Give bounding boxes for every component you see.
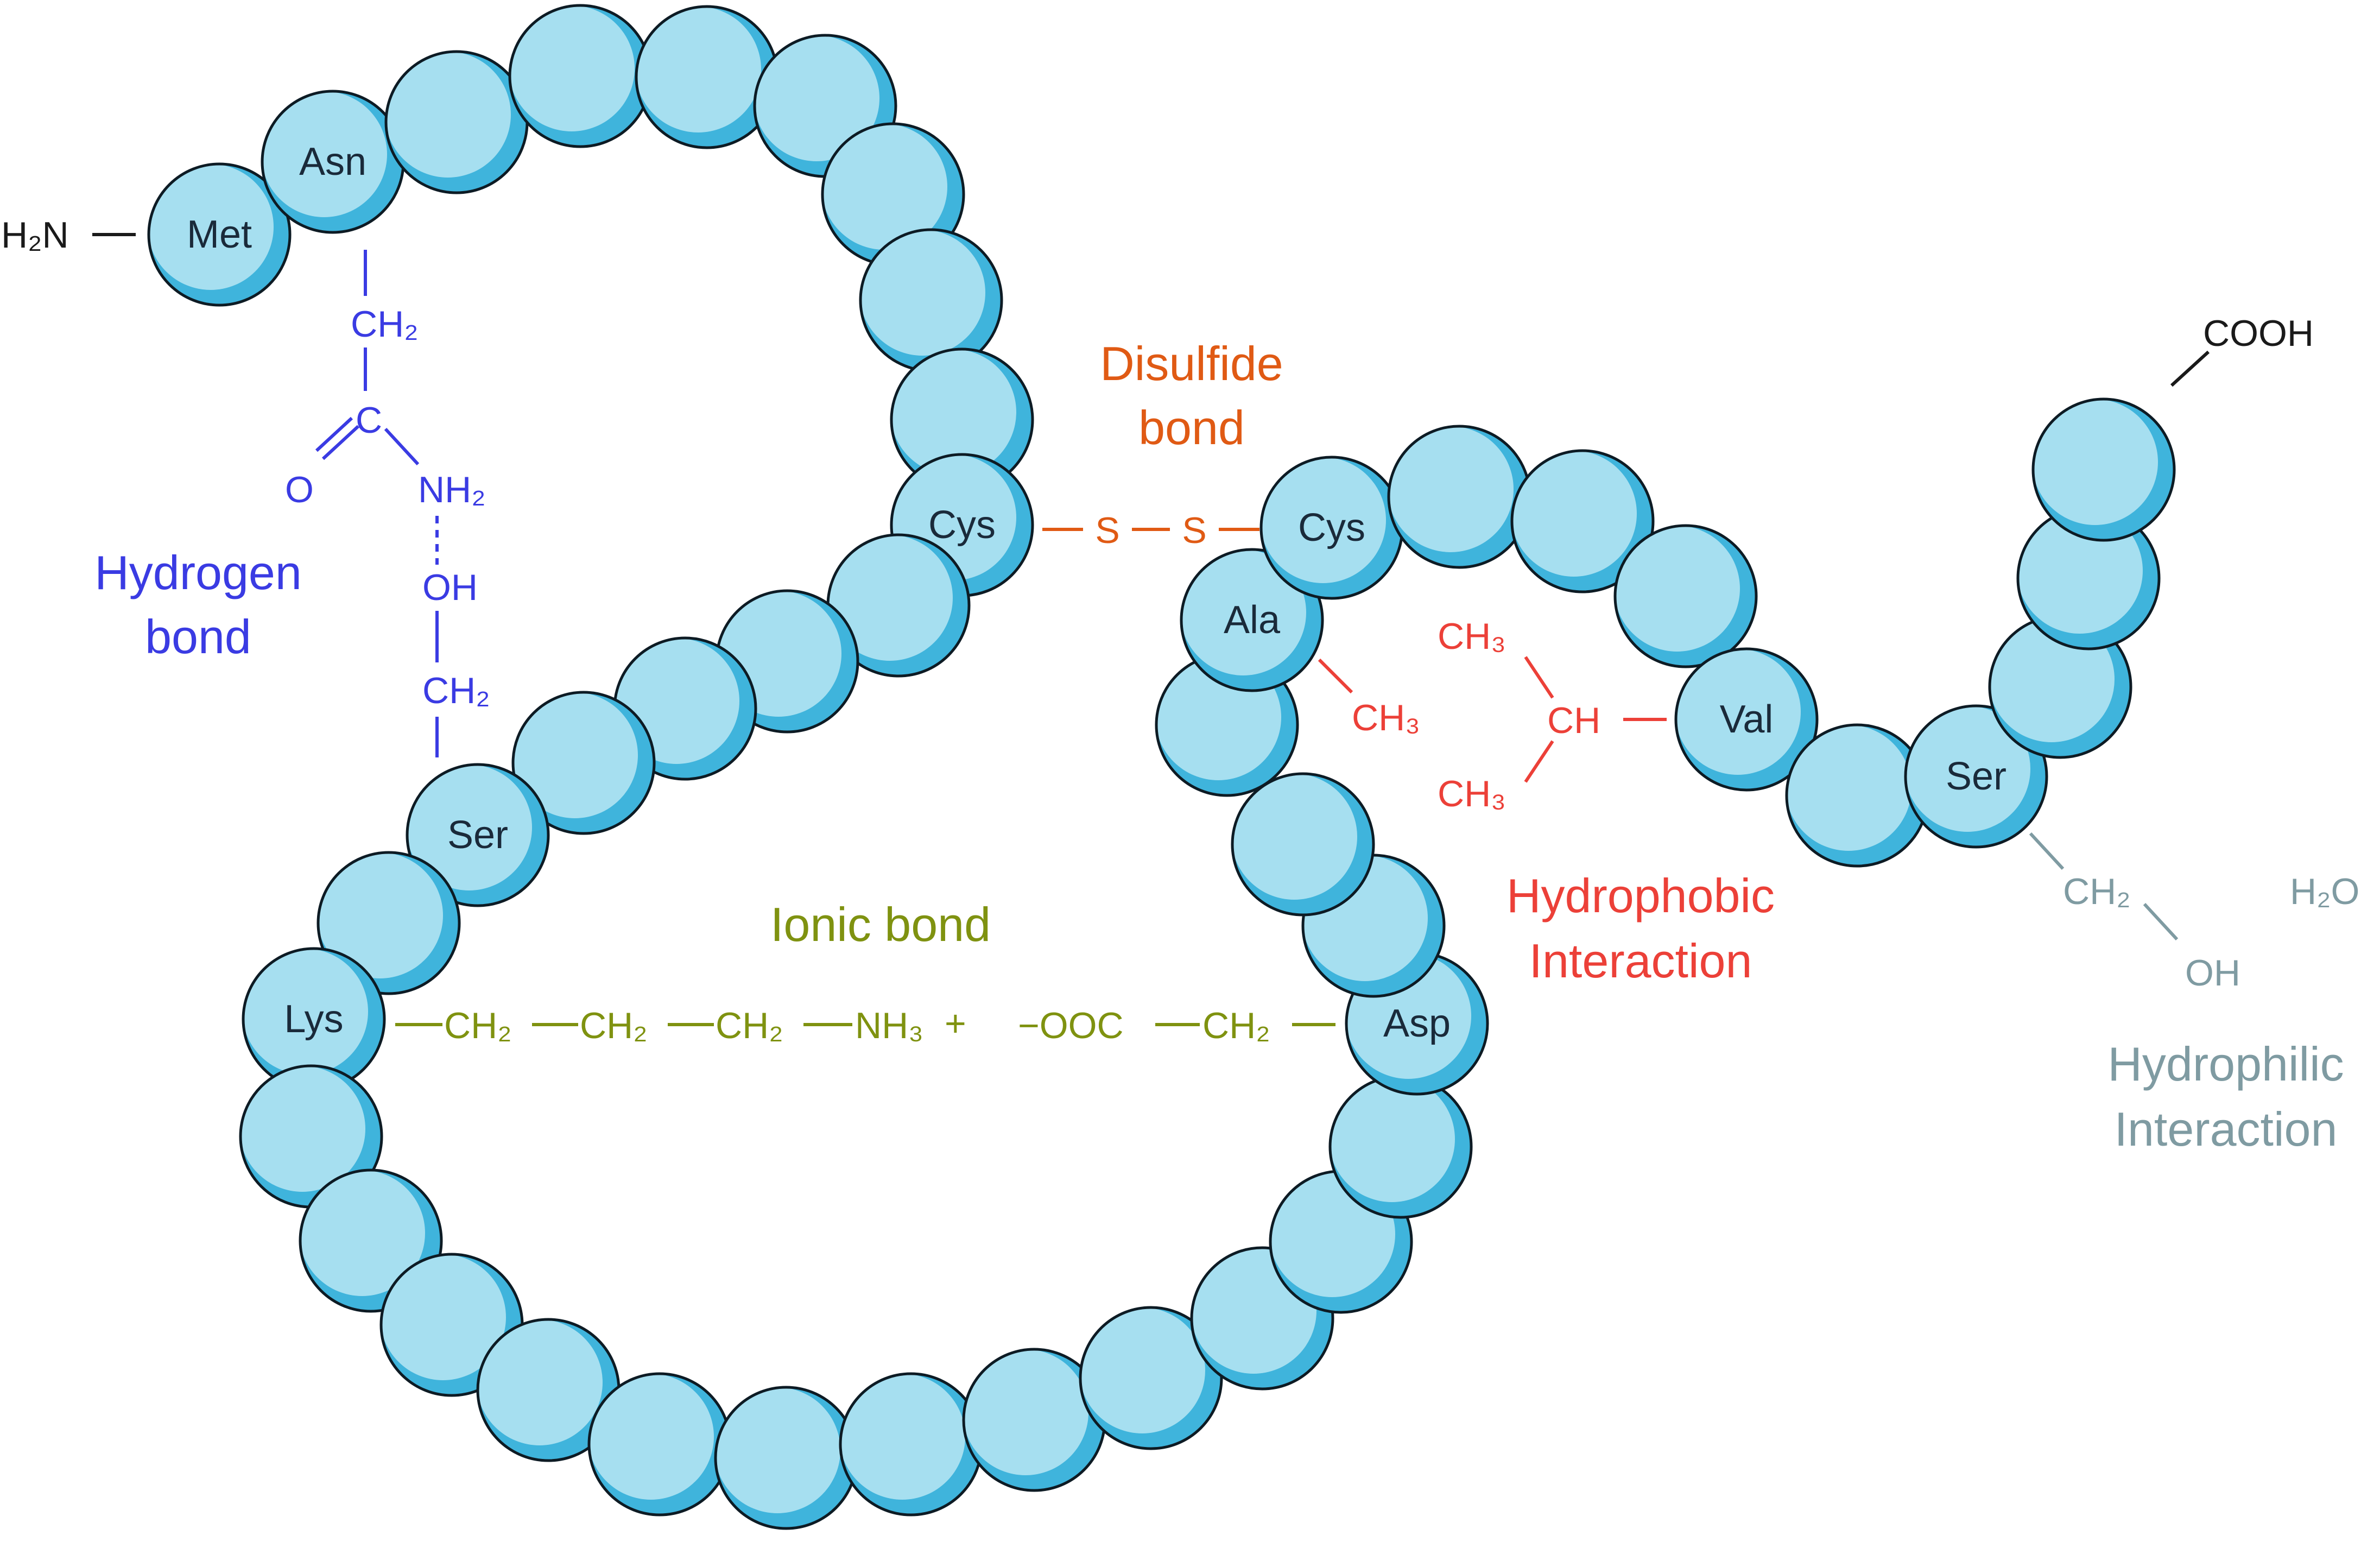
amino-acid-bead [239, 1064, 383, 1209]
residue-cys-left: Cys [928, 503, 996, 547]
residue-ser-left: Ser [447, 813, 508, 857]
amino-acid-bead [714, 1386, 858, 1530]
hydrophilic-water: H₂O [2290, 871, 2359, 912]
hydrophilic-oh: OH [2185, 952, 2240, 994]
termini: H₂N COOH [1, 214, 2314, 354]
hydrophobic-group: Hydrophobic Interaction CH₃ CH₃ CH CH₃ [1352, 616, 1775, 988]
amino-acid-bead [1904, 704, 2048, 849]
amino-acid-bead [1259, 456, 1404, 600]
hydrophilic-lines [2029, 832, 2179, 941]
amino-acid-bead [1387, 425, 1531, 569]
terminus-lines [92, 233, 2210, 387]
amino-acid-bead [476, 1318, 621, 1462]
hydrogen-bond-lines [315, 250, 439, 757]
hydrogen-bond-nh2: NH₂ [418, 469, 486, 510]
amino-acid-bead [406, 763, 550, 907]
ionic-ch2-4: CH₂ [1202, 1005, 1270, 1046]
hydrogen-bond-carbon: C [356, 400, 382, 441]
val-ch3-top: CH₃ [1438, 616, 1506, 657]
residue-ala: Ala [1224, 598, 1281, 642]
hydrophilic-group: Hydrophilic Interaction CH₂ OH H₂O [2063, 871, 2359, 1156]
residue-cys-right: Cys [1298, 506, 1365, 549]
hydrogen-bond-title-line1: Hydrogen [94, 546, 302, 599]
hydrogen-bond-group: Hydrogen bond CH₂ C O NH₂ OH CH₂ [94, 304, 490, 711]
amino-acid-bead [508, 4, 653, 148]
amino-acid-chain [147, 4, 2176, 1530]
amino-acid-bead [839, 1372, 983, 1517]
ionic-ch2-3: CH₂ [716, 1005, 783, 1046]
disulfide-bond-group: Disulfide bond S S [1095, 337, 1283, 551]
amino-acid-bead [1328, 1075, 1473, 1219]
val-ch3-bottom: CH₃ [1438, 773, 1506, 814]
amino-acid-bead [384, 50, 529, 194]
amino-acid-bead [1079, 1306, 1223, 1450]
amino-acid-bead [261, 90, 405, 234]
amino-acid-bead [317, 851, 461, 995]
ionic-bond-group: Ionic bond CH₂ CH₂ CH₂ NH₃ + −OOC CH₂ [444, 898, 1270, 1046]
ionic-ooc: −OOC [1018, 1005, 1124, 1046]
residue-val: Val [1720, 698, 1774, 741]
amino-acid-bead [1785, 723, 1929, 868]
amino-acid-bead [890, 347, 1034, 492]
disulfide-sulfur-1: S [1095, 510, 1119, 551]
residue-asn: Asn [299, 140, 366, 184]
ionic-ch2-2: CH₂ [580, 1005, 648, 1046]
hydrogen-bond-ch2-bottom: CH₂ [422, 670, 490, 711]
hydrogen-bond-ch2-top: CH₂ [351, 304, 419, 345]
amino-acid-bead [587, 1372, 732, 1517]
ionic-plus: + [945, 1003, 966, 1044]
hydrogen-bond-oh: OH [422, 567, 478, 608]
disulfide-bond-title-line2: bond [1138, 401, 1245, 454]
hydrophilic-ch2: CH₂ [2063, 871, 2131, 912]
amino-acid-bead [511, 691, 656, 835]
hydrophilic-title-line2: Interaction [2115, 1102, 2338, 1156]
amino-acid-bead [826, 533, 971, 678]
amino-acid-bead [1674, 647, 1819, 792]
residue-asp: Asp [1383, 1002, 1451, 1045]
c-terminus-label: COOH [2203, 313, 2314, 354]
hydrophobic-title-line2: Interaction [1529, 934, 1752, 988]
c-terminus-line [2170, 350, 2210, 387]
amino-acid-bead [242, 947, 386, 1091]
hydrophobic-lines [1318, 656, 1667, 783]
residue-labels: Met Asn Cys Cys Ala Val Ser Ser Lys Asp [187, 140, 2006, 1045]
amino-acid-bead [1231, 772, 1375, 917]
hydrogen-bond-title-line2: bond [145, 610, 251, 664]
amino-acid-bead [1510, 449, 1655, 593]
amino-acid-bead [635, 5, 779, 149]
hydrophilic-title-line1: Hydrophilic [2107, 1037, 2344, 1091]
residue-ser-right: Ser [1946, 755, 2006, 798]
disulfide-bond-title-line1: Disulfide [1100, 337, 1283, 390]
ionic-bond-title: Ionic bond [770, 898, 991, 951]
amino-acid-bead [859, 228, 1003, 372]
amino-acid-bead [2031, 397, 2176, 542]
ala-ch3: CH₃ [1352, 697, 1420, 738]
residue-met: Met [187, 213, 252, 256]
disulfide-sulfur-2: S [1182, 510, 1206, 551]
hydrophobic-title-line1: Hydrophobic [1507, 869, 1775, 923]
residue-lys: Lys [284, 997, 343, 1041]
amino-acid-bead [1180, 548, 1324, 692]
ionic-ch2-1: CH₂ [444, 1005, 512, 1046]
hydrogen-bond-oxygen: O [285, 469, 314, 510]
amino-acid-bead [147, 162, 292, 307]
amino-acid-bead [1613, 524, 1758, 668]
ionic-nh3: NH₃ [855, 1005, 923, 1046]
n-terminus-label: H₂N [1, 214, 69, 256]
val-ch: CH [1547, 700, 1600, 741]
